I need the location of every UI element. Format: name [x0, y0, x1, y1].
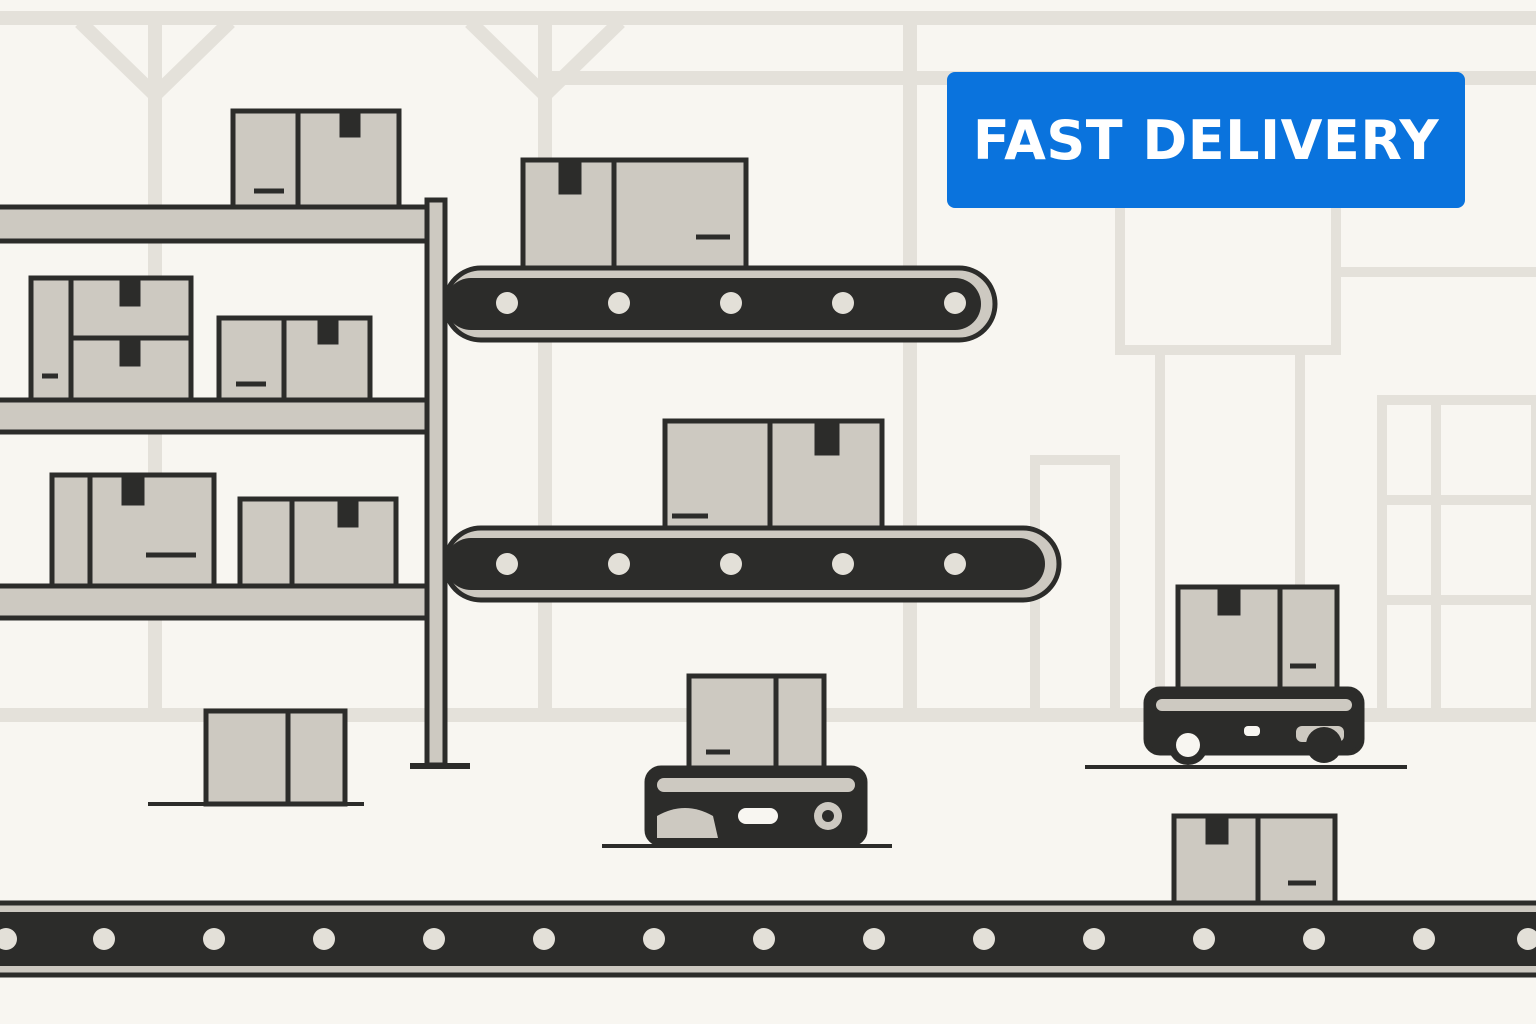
- box-icon: [216, 315, 373, 403]
- delivery-robot-left: [644, 673, 868, 847]
- box-icon: [662, 418, 885, 531]
- box-icon: [237, 496, 399, 589]
- conveyor-belt-middle: [442, 525, 1062, 603]
- conveyor-belt-upper: [442, 265, 998, 343]
- conveyor-belt-bottom: [0, 900, 1536, 978]
- fast-delivery-badge: FAST DELIVERY: [947, 72, 1465, 208]
- box-icon: [49, 472, 217, 589]
- shelving-unit: [0, 197, 470, 769]
- box-icon: [203, 708, 348, 807]
- cardboard-boxes: [28, 108, 1338, 907]
- delivery-robot-right: [1143, 584, 1365, 765]
- box-icon: [1171, 813, 1338, 907]
- box-icon: [520, 157, 749, 271]
- box-icon: [28, 275, 194, 403]
- box-icon: [230, 108, 402, 210]
